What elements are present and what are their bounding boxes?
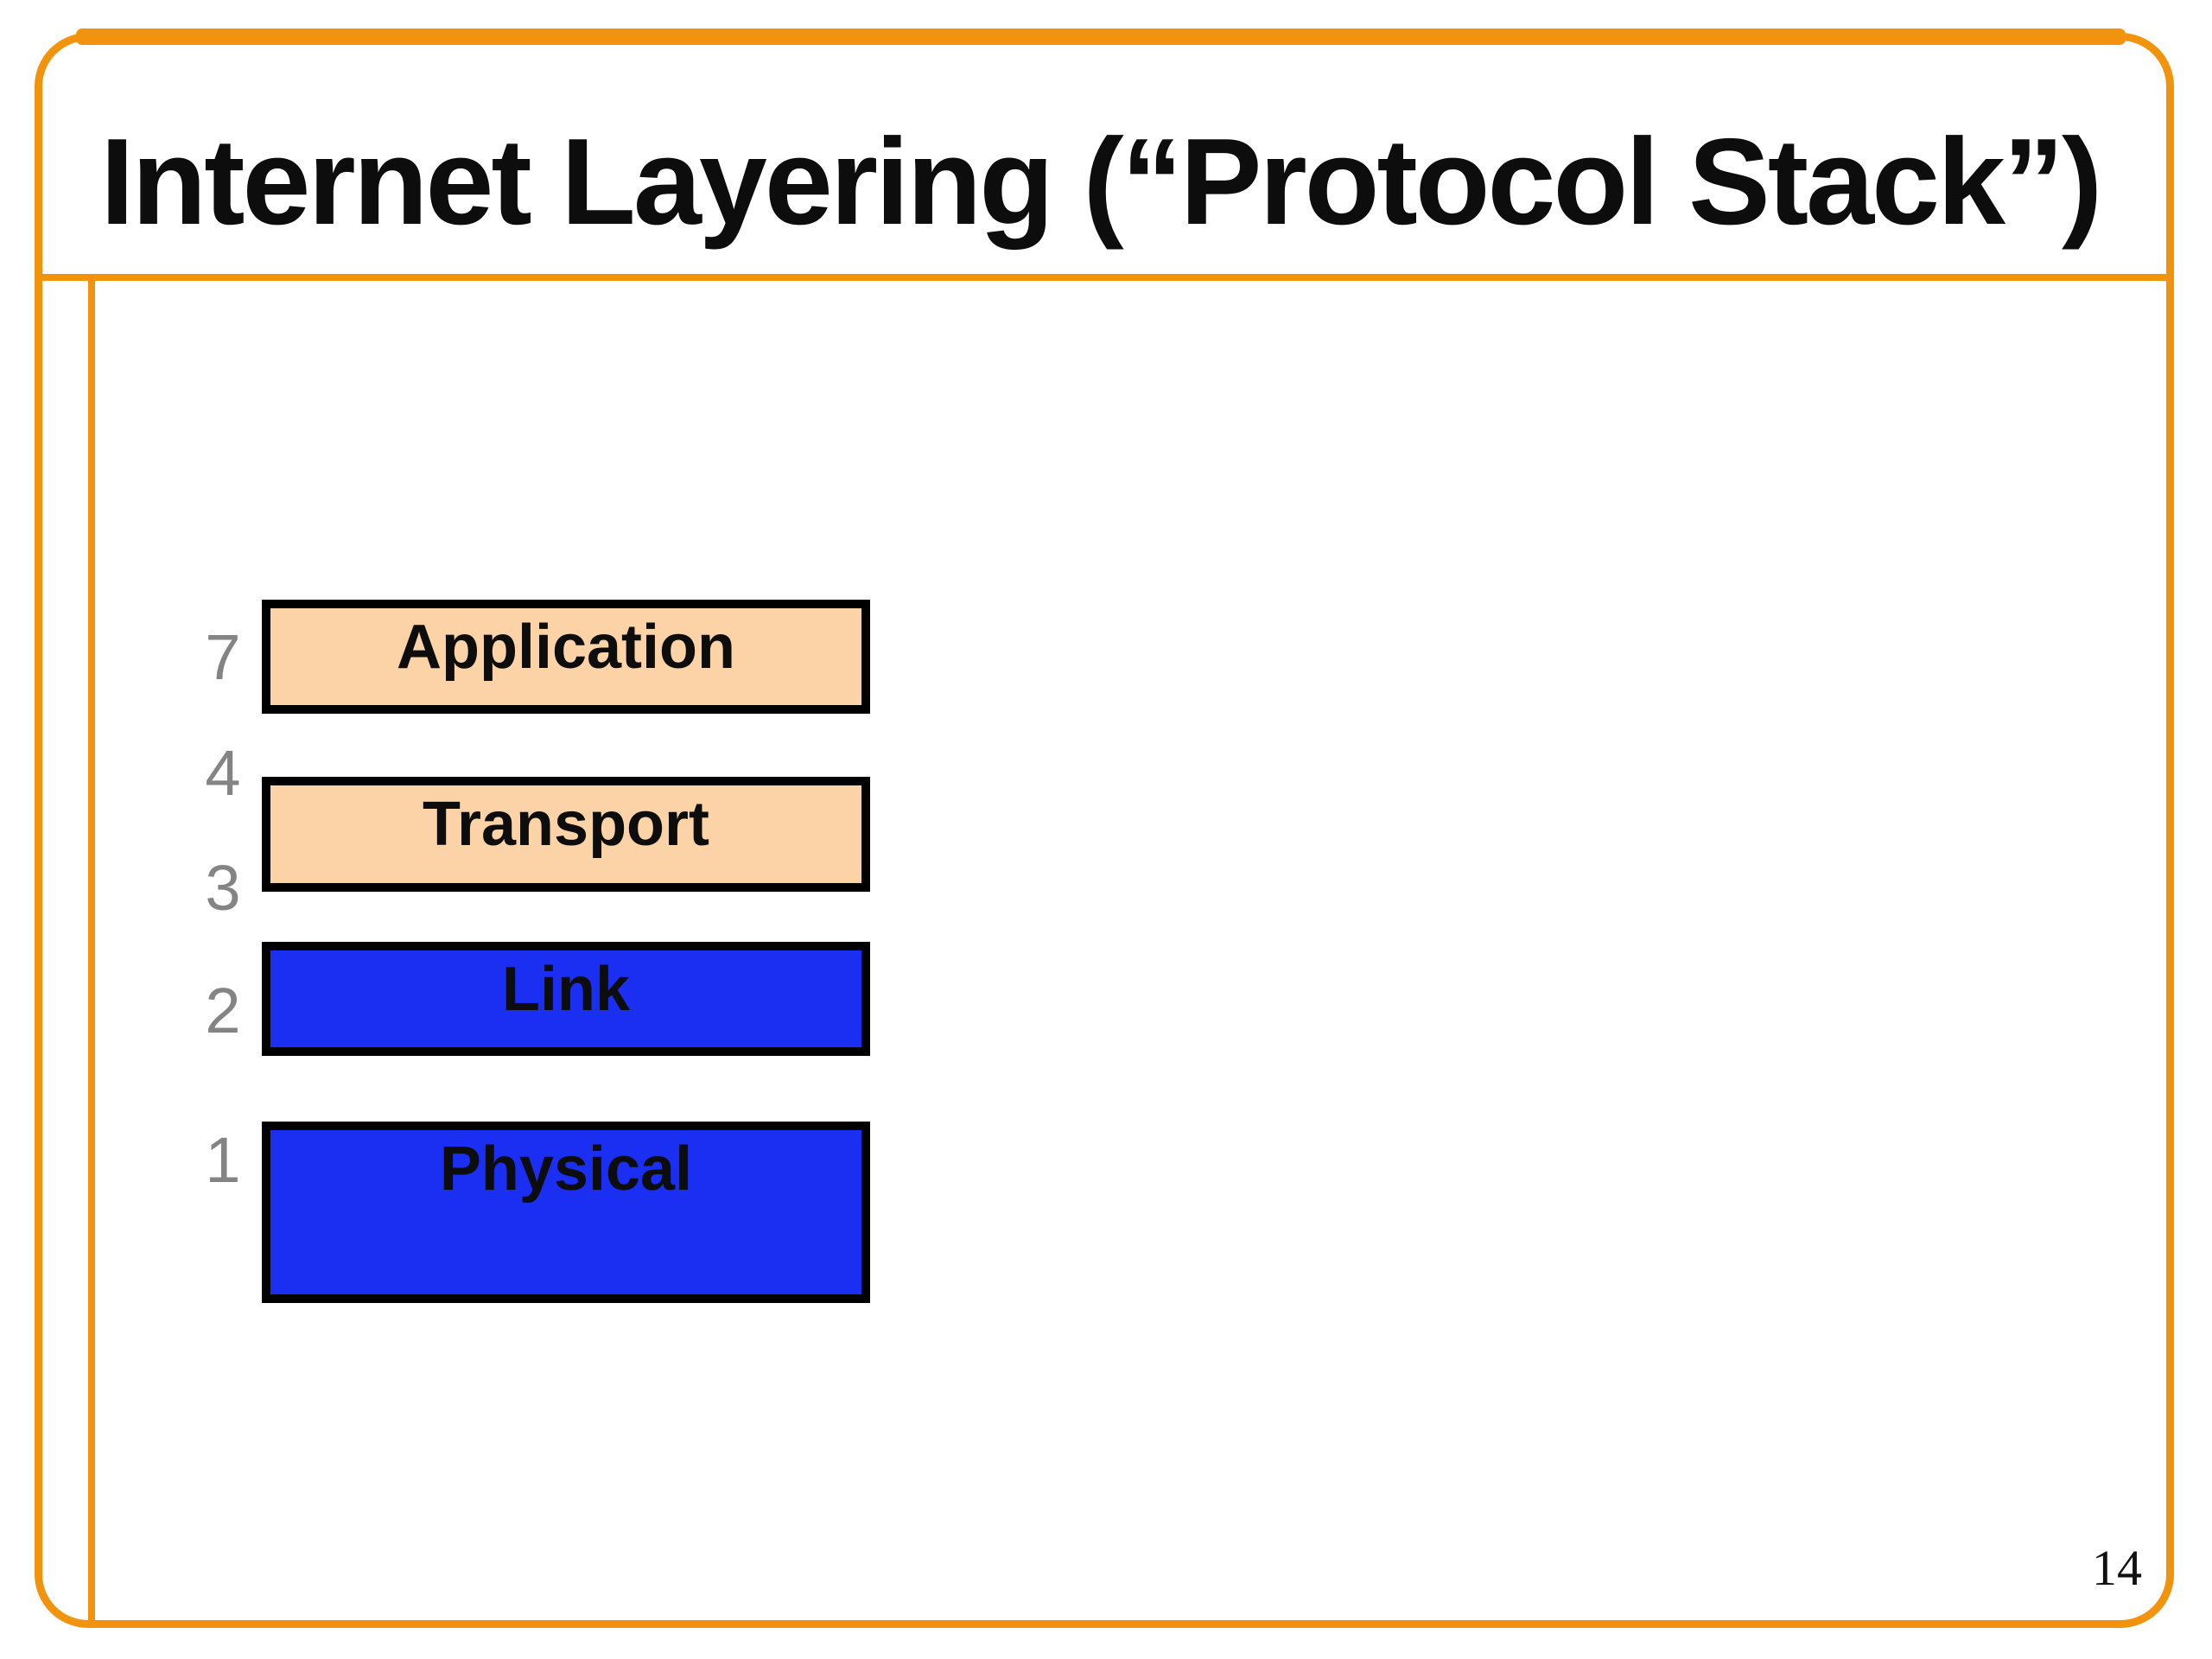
layer-box-label: Transport [422,790,710,859]
layer-box-label: Link [501,955,630,1024]
layer-box-application: Application [262,600,870,714]
layer-number-2: 2 [205,975,241,1046]
slide-title: Internet Layering (“Protocol Stack”) [100,113,2102,251]
layer-number-4: 4 [205,737,241,809]
page-number: 14 [2092,1540,2142,1596]
slide-border-frame [35,33,2174,1628]
layer-box-link: Link [262,942,870,1056]
layer-number-7: 7 [205,621,241,693]
header-divider-line [38,274,2174,281]
left-margin-line [88,277,95,1623]
layer-number-1: 1 [205,1124,241,1196]
layer-number-3: 3 [205,852,241,924]
layer-box-transport: Transport [262,777,870,892]
layer-box-label: Physical [439,1135,693,1204]
layer-box-physical: Physical [262,1122,870,1303]
layer-box-label: Application [397,613,735,682]
